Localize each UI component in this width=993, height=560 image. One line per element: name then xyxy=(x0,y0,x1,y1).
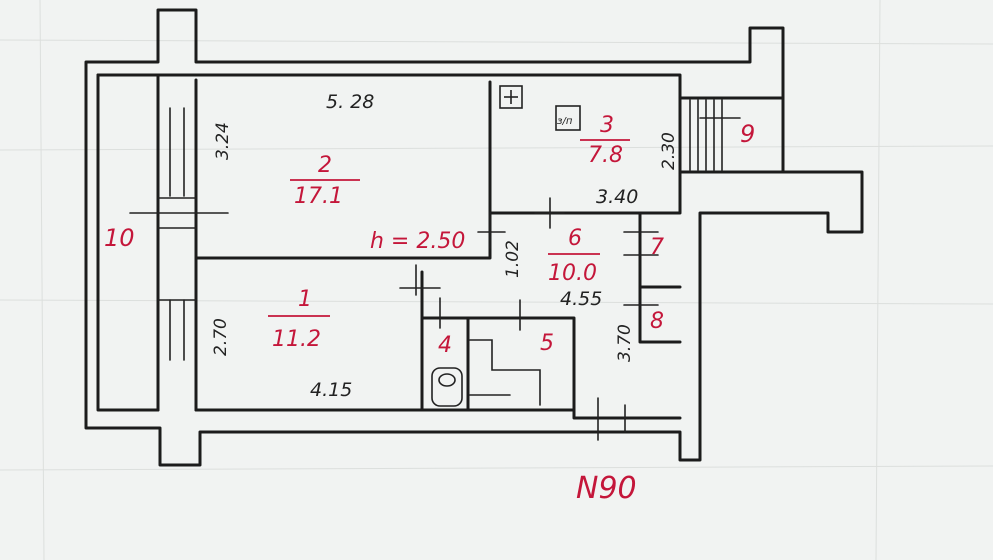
vent-box-icon xyxy=(555,105,581,131)
dim-4-55: 4.55 xyxy=(560,288,602,310)
walls xyxy=(84,8,864,467)
dim-5-28: 5. 28 xyxy=(326,91,374,113)
plan-label: N90 xyxy=(576,471,637,506)
dim-3-24: 3.24 xyxy=(213,122,233,160)
dim-2-70: 2.70 xyxy=(211,318,231,356)
wall-closets xyxy=(638,211,682,344)
dimension-labels: 5. 28 3.24 2.70 4.15 3.40 2.30 4.55 3.70… xyxy=(211,91,679,401)
room-2-area: 17.1 xyxy=(294,184,343,209)
room-7-number: 7 xyxy=(650,235,664,260)
room-10-number: 10 xyxy=(104,224,135,252)
dim-1-02: 1.02 xyxy=(503,240,523,278)
wall-room1-room2 xyxy=(194,80,492,260)
room-6-area: 10.0 xyxy=(548,261,597,286)
room-6-number: 6 xyxy=(568,226,582,251)
loggia-outline xyxy=(84,8,864,467)
room-labels: 2 17.1 3 7.8 6 10.0 1 11.2 4 5 7 8 9 10 … xyxy=(104,113,755,506)
left-outer-inner xyxy=(96,73,160,412)
room-4-number: 4 xyxy=(438,333,452,358)
ceiling-height: h = 2.50 xyxy=(370,229,465,254)
door-ticks xyxy=(129,197,659,441)
dim-2-30: 2.30 xyxy=(659,132,679,170)
room-3-area: 7.8 xyxy=(588,143,623,168)
socket-icon xyxy=(499,85,523,109)
room-8-number: 8 xyxy=(650,309,664,334)
top-inner-wall xyxy=(96,73,785,100)
room-1-number: 1 xyxy=(298,287,312,312)
windows xyxy=(157,107,197,361)
vent-mark: ɜ/п xyxy=(557,116,573,127)
room-3-number: 3 xyxy=(600,113,614,138)
room-5-number: 5 xyxy=(540,331,554,356)
dim-4-15: 4.15 xyxy=(310,379,352,401)
stair-hatch xyxy=(689,99,741,171)
bottom-inner-wall xyxy=(194,408,682,420)
dim-3-40: 3.40 xyxy=(596,186,638,208)
wall-bath-top xyxy=(420,316,576,412)
room-1-area: 11.2 xyxy=(272,327,321,352)
wall-room3-bottom xyxy=(488,98,682,215)
dim-3-70: 3.70 xyxy=(615,324,635,362)
room-2-number: 2 xyxy=(318,153,332,178)
room-9-number: 9 xyxy=(740,120,755,148)
symbols: ɜ/п xyxy=(499,85,581,131)
bath-details xyxy=(431,339,541,407)
